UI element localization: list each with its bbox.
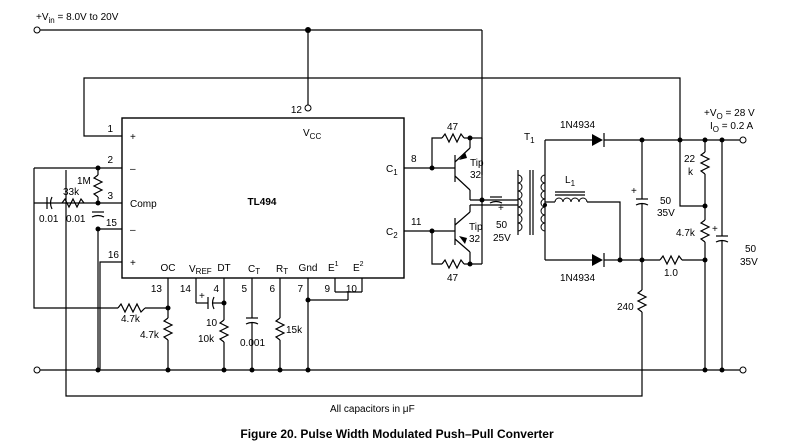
t1-label: T1 [524, 132, 535, 145]
c-001b-label: 0.01 [66, 214, 86, 225]
r-22k-a-label: 22 [684, 154, 696, 165]
ic-bottom-components: 4.7k 4.7k + 10 10k 0.001 15k [117, 291, 303, 370]
vo-label: +VO = 28 V [704, 108, 755, 121]
r-47k-right-label: 4.7k [676, 228, 696, 239]
e1-label: E1 [328, 261, 339, 274]
pin-10-label: 10 [346, 284, 358, 295]
q-top-num: 32 [470, 170, 482, 181]
pin-16-label: 16 [108, 250, 120, 261]
output-stage: 1N4934 1N4934 L1 + 50 35V 240 [545, 120, 758, 370]
d-top-label: 1N4934 [560, 120, 595, 131]
r-1m-label: 1M [77, 176, 91, 187]
c-10-plus: + [199, 291, 205, 302]
r-47k-a-label: 4.7k [121, 314, 141, 325]
ic-name-label: TL494 [248, 197, 277, 208]
r-10k-label: 10k [198, 334, 215, 345]
r-47-top-label: 47 [447, 122, 459, 133]
pin-5-label: 5 [241, 284, 247, 295]
vcc-label: VCC [303, 128, 321, 141]
c2-label: C2 [386, 227, 398, 240]
note-label: All capacitors in μF [330, 404, 415, 415]
pin-2-label: 2 [107, 155, 113, 166]
r-47k-b-label: 4.7k [140, 330, 160, 341]
r-22k-b-label: k [688, 167, 694, 178]
c-50-25-a-label: 50 [496, 220, 508, 231]
ic-pin-wires [33, 77, 683, 370]
q-top-name: Tip [470, 158, 484, 169]
ct-label: CT [248, 264, 260, 276]
driver-stage: 47 Tip 32 47 Tip 32 + [404, 122, 518, 284]
pin-16-sign: + [130, 258, 136, 269]
pin-1-label: 1 [107, 124, 113, 135]
q-bot-num: 32 [469, 234, 481, 245]
c-0001-label: 0.001 [240, 338, 265, 349]
c-10-label: 10 [206, 318, 218, 329]
comp-label: Comp [130, 199, 157, 210]
rt-label: RT [276, 264, 288, 276]
pin-11-label: 11 [411, 217, 422, 228]
c1-label: C1 [386, 164, 398, 177]
pin-7-label: 7 [297, 284, 303, 295]
pin-9-label: 9 [324, 284, 330, 295]
r-240-label: 240 [617, 302, 634, 313]
q-bot-name: Tip [469, 222, 483, 233]
pin-2-sign: – [130, 164, 136, 175]
pin-6-label: 6 [269, 284, 275, 295]
c-50-25-plus: + [498, 203, 504, 214]
c-out-plus: + [712, 224, 718, 235]
r-47-bot-label: 47 [447, 273, 459, 284]
pin-14-label: 14 [180, 284, 192, 295]
d-bot-label: 1N4934 [560, 273, 595, 284]
tl494-ic: TL494 12 VCC 1 + 2 – 3 Comp 15 – 16 + 8 … [106, 105, 422, 295]
dt-label: DT [217, 263, 230, 274]
r-33k-label: 33k [63, 187, 80, 198]
c-50-35-plus: + [631, 186, 637, 197]
c-50-35-a-label: 50 [660, 196, 672, 207]
pin-15-label: 15 [106, 218, 118, 229]
transformer-t1: T1 [517, 132, 547, 260]
pin-12-label: 12 [291, 105, 303, 116]
pin-4-label: 4 [213, 284, 219, 295]
pin-8-label: 8 [411, 154, 417, 165]
c-out-b-label: 35V [740, 257, 758, 268]
oc-label: OC [161, 263, 176, 274]
c-out-a-label: 50 [745, 244, 757, 255]
r-1-0-label: 1.0 [664, 268, 678, 279]
vin-label: +Vin = 8.0V to 20V [36, 12, 119, 25]
r-15k-label: 15k [286, 325, 303, 336]
pin-1-sign: + [130, 132, 136, 143]
c-001a-label: 0.01 [39, 214, 59, 225]
pin-3-label: 3 [107, 191, 113, 202]
ground-rail [33, 366, 747, 374]
c-50-25-b-label: 25V [493, 233, 511, 244]
io-label: IO = 0.2 A [710, 121, 754, 134]
pin-15-sign: – [130, 225, 136, 236]
e2-label: E2 [353, 261, 364, 274]
vref-label: VREF [189, 264, 212, 276]
bottom-return-wire [65, 170, 643, 397]
comp-network: 1M 33k 0.01 0.01 [39, 168, 105, 225]
pin-13-label: 13 [151, 284, 163, 295]
gnd-label: Gnd [299, 263, 318, 274]
figure-title: Figure 20. Pulse Width Modulated Push–Pu… [240, 427, 554, 441]
l1-label: L1 [565, 175, 576, 188]
c-50-35-b-label: 35V [657, 208, 675, 219]
